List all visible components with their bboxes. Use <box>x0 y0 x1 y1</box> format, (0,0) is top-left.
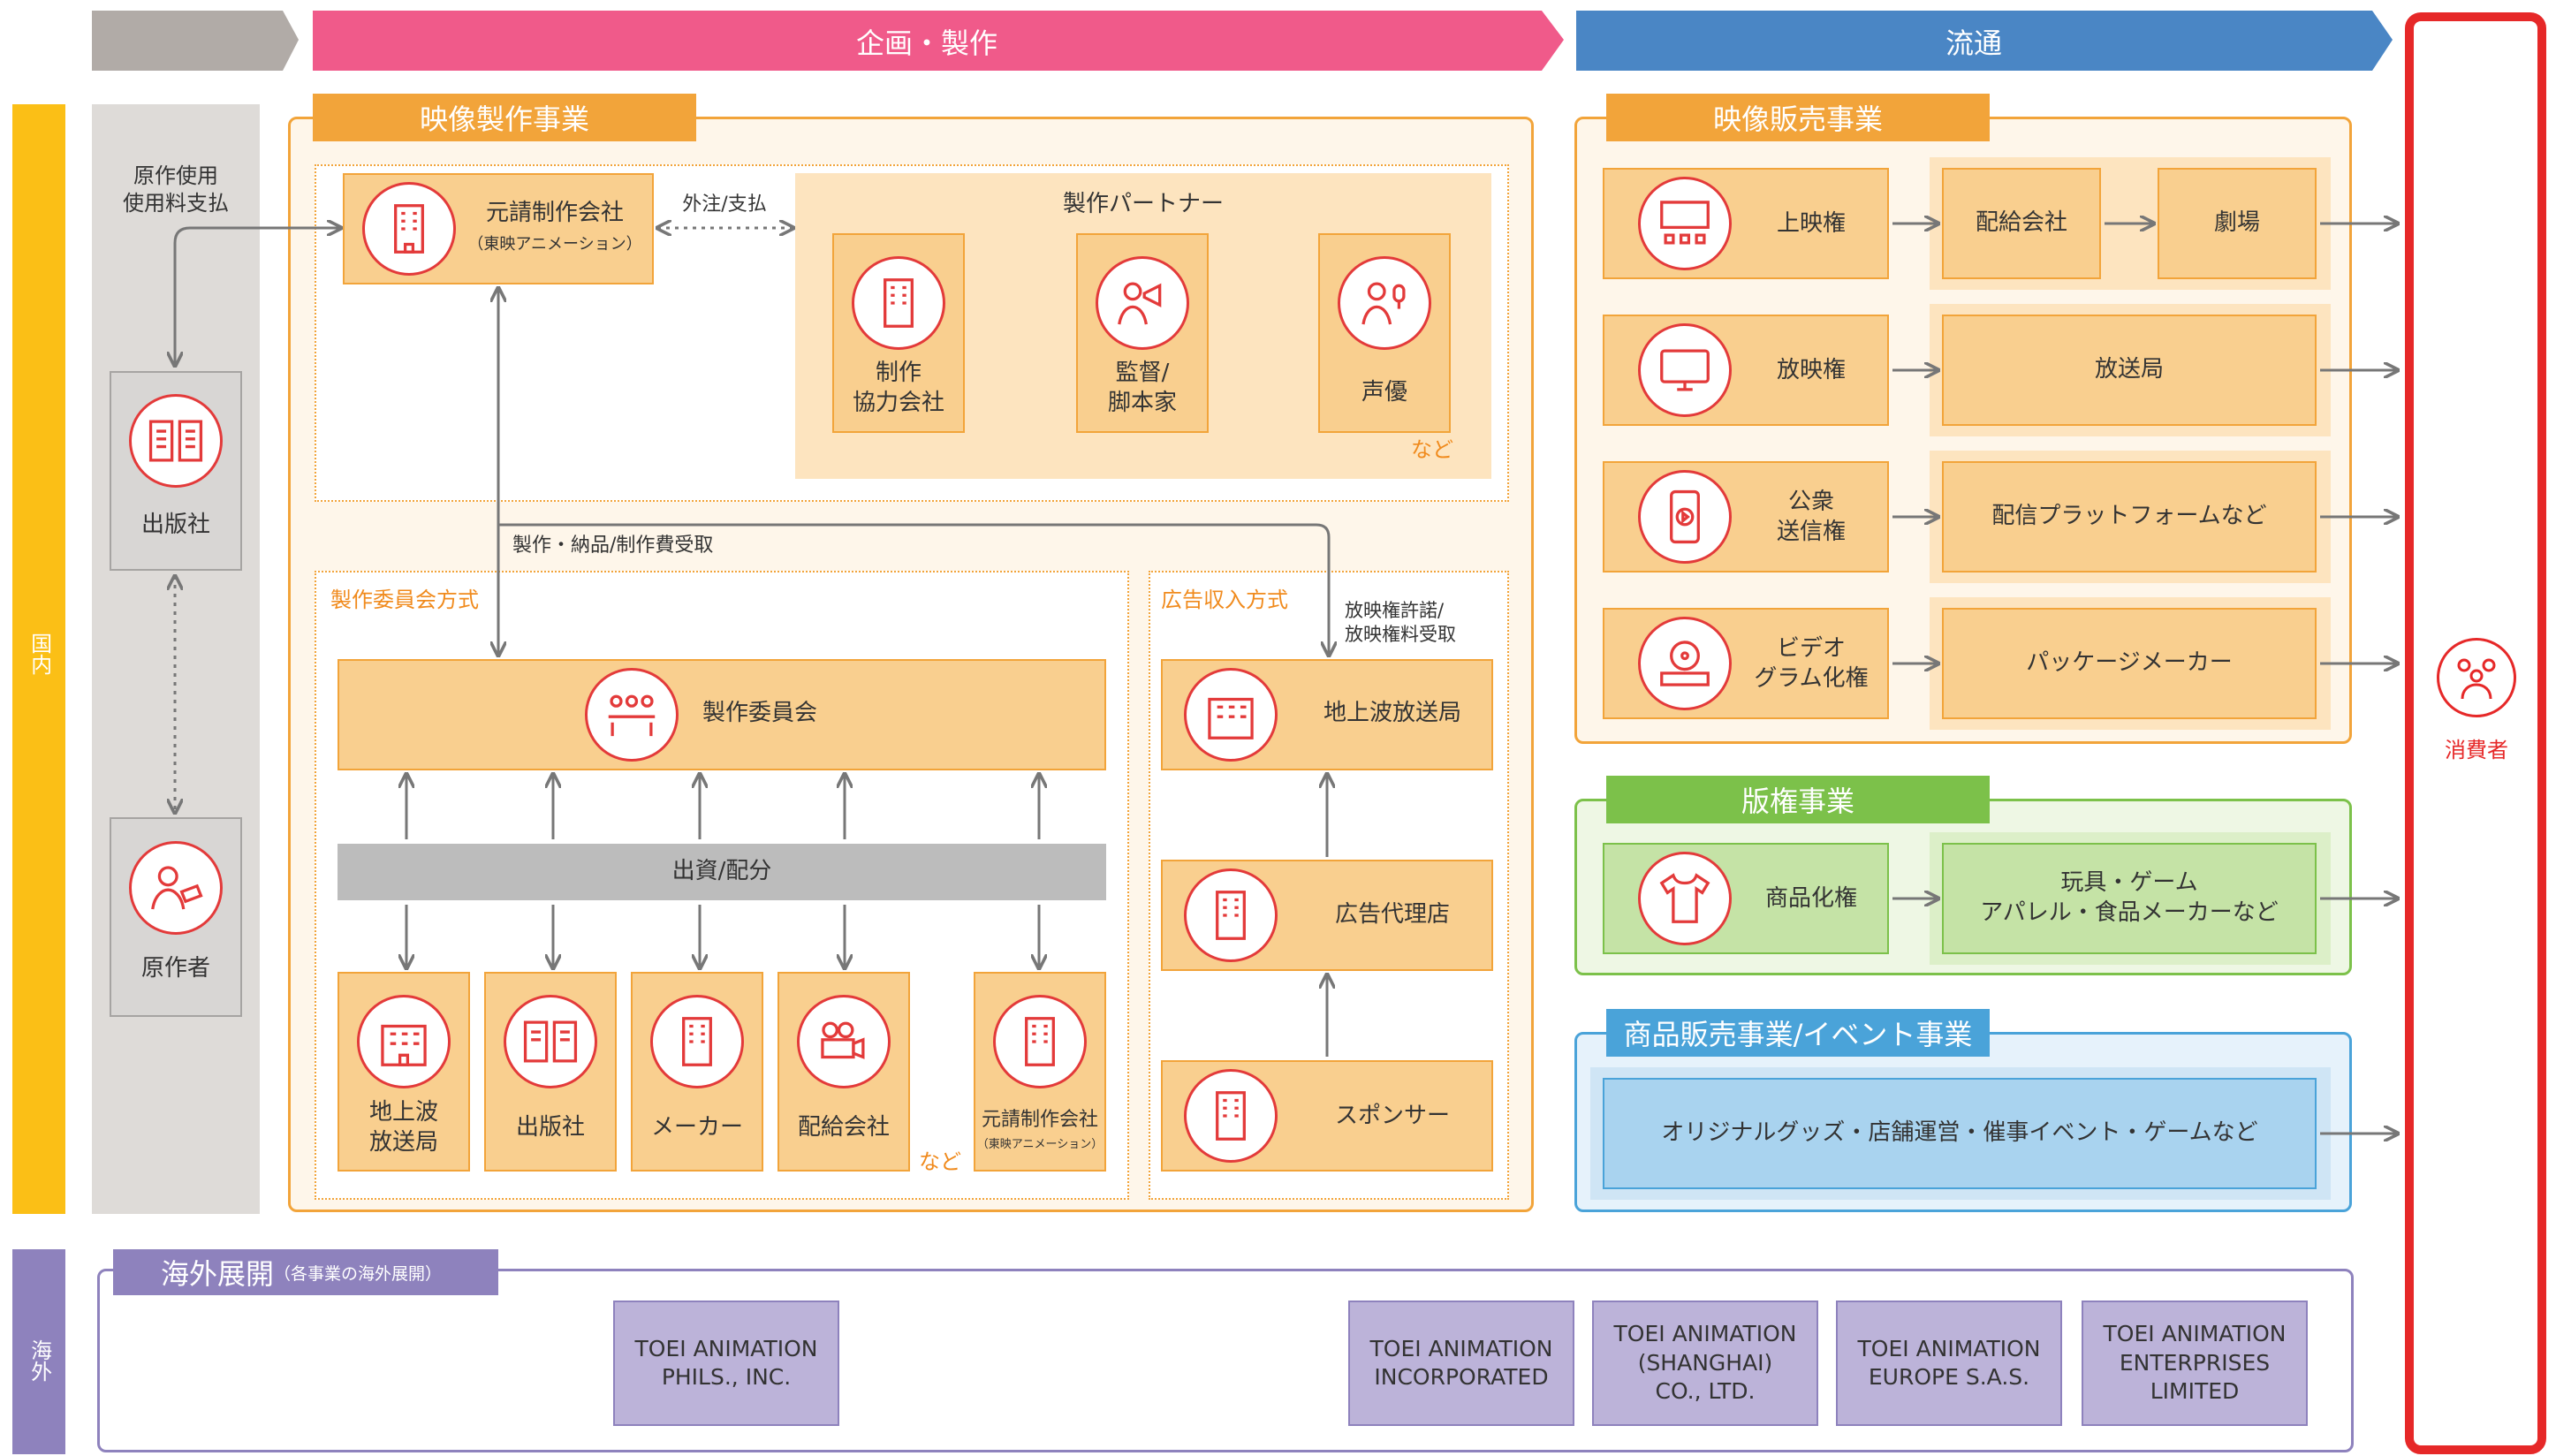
merch-header: 商品販売事業/イベント事業 <box>1606 1009 1990 1057</box>
author-icon <box>129 841 223 935</box>
merch-box <box>1603 1078 2317 1189</box>
theater-label: 劇場 <box>2213 209 2260 237</box>
ad-agency-label: 広告代理店 <box>1334 901 1450 929</box>
committee-icon <box>585 668 679 762</box>
delivery-label: 製作・納品/制作費受取 <box>512 534 714 557</box>
broadcast-permit-label: 放映権許諾/ 放映権料受取 <box>1345 599 1456 645</box>
package-label: パッケージメーカー <box>2026 649 2233 677</box>
domestic-bar <box>12 104 65 1214</box>
consumers-icon <box>2437 638 2516 717</box>
overseas-company-1 <box>613 1301 839 1426</box>
prime-label: 元請制作会社 <box>485 200 624 227</box>
overseas-company-label-5: TOEI ANIMATION ENTERPRISES LIMITED <box>2103 1321 2287 1405</box>
disc-player-icon <box>1638 617 1732 710</box>
toy-maker-box <box>1942 843 2317 954</box>
committee-box <box>338 659 1106 770</box>
tv-station-icon <box>1184 668 1278 762</box>
top-bands <box>92 11 2393 71</box>
building-icon <box>852 256 945 350</box>
committee-label: 製作委員会 <box>702 700 817 727</box>
merch-label: オリジナルグッズ・店舗運営・催事イベント・ゲームなど <box>1661 1119 2258 1147</box>
committee-method-label: 製作委員会方式 <box>330 588 479 613</box>
video-sales-header: 映像販売事業 <box>1606 94 1990 141</box>
invest-bar <box>338 844 1106 900</box>
overseas-company-5 <box>2082 1301 2308 1426</box>
partners-title: 製作パートナー <box>1062 191 1224 218</box>
member-label-2: 出版社 <box>515 1114 585 1141</box>
sponsor-label: スポンサー <box>1334 1103 1450 1130</box>
member-sublabel-5: （東映アニメーション） <box>976 1137 1104 1151</box>
overseas-header-bg <box>113 1249 498 1295</box>
partner-label-3: 声優 <box>1361 379 1407 406</box>
tv-station-icon <box>357 995 451 1088</box>
voice-actor-icon <box>1338 256 1431 350</box>
videogram-label: ビデオ グラム化権 <box>1754 635 1869 692</box>
theater-icon <box>1638 177 1732 270</box>
member-label-4: 配給会社 <box>797 1114 890 1141</box>
member-label-3: メーカー <box>650 1114 743 1141</box>
platform-label: 配信プラットフォームなど <box>1991 503 2267 530</box>
platform-box <box>1942 461 2317 573</box>
overseas-company-4 <box>1836 1301 2062 1426</box>
book-icon <box>504 995 597 1088</box>
partner-label-2: 監督/ 脚本家 <box>1107 360 1177 416</box>
merchandising-label: 商品化権 <box>1764 885 1857 913</box>
tv-icon <box>1638 323 1732 417</box>
production-header: 映像製作事業 <box>313 94 696 141</box>
overseas-company-3 <box>1592 1301 1818 1426</box>
smartphone-play-icon <box>1638 470 1732 564</box>
distributor-label: 配給会社 <box>1975 209 2067 237</box>
member-label-1: 地上波 放送局 <box>368 1099 438 1156</box>
rights-column <box>92 104 260 1214</box>
building-icon <box>362 182 456 276</box>
screening-label: 上映権 <box>1776 210 1846 238</box>
consumer-label: 消費者 <box>2445 738 2508 763</box>
domestic-label: 国内 <box>27 633 52 675</box>
package-box <box>1942 608 2317 719</box>
broadcast-label: 放映権 <box>1776 357 1846 384</box>
toy-maker-label: 玩具・ゲーム アパレル・食品メーカーなど <box>1980 869 2279 926</box>
author-label: 原作者 <box>140 955 210 982</box>
building-icon <box>1184 868 1278 962</box>
overseas-company-label-1: TOEI ANIMATION PHILS., INC. <box>634 1335 818 1391</box>
order-pay-label: 外注/支払 <box>682 193 767 216</box>
overseas-label: 海外 <box>27 1339 52 1382</box>
distributor-box <box>1942 168 2101 279</box>
building-icon <box>993 995 1087 1088</box>
book-icon <box>129 394 223 488</box>
film-projector-icon <box>797 995 891 1088</box>
tshirt-icon <box>1638 852 1732 945</box>
theater-box <box>2158 168 2317 279</box>
overseas-company-label-4: TOEI ANIMATION EUROPE S.A.S. <box>1857 1335 2041 1391</box>
ad-method-label: 広告収入方式 <box>1161 588 1288 613</box>
overseas-title: 海外展開 <box>161 1257 275 1291</box>
band-planning: 企画・製作 <box>855 27 997 60</box>
broadcaster-label: 放送局 <box>2094 356 2164 383</box>
member-label-5: 元請制作会社 <box>981 1108 1098 1131</box>
overseas-bar <box>12 1249 65 1454</box>
overseas-company-label-3: TOEI ANIMATION (SHANGHAI) CO., LTD. <box>1613 1321 1797 1405</box>
building-icon <box>650 995 744 1088</box>
overseas-company-label-2: TOEI ANIMATION INCORPORATED <box>1369 1335 1553 1391</box>
streaming-label: 公衆 送信権 <box>1776 489 1846 545</box>
publisher-label: 出版社 <box>140 512 210 539</box>
overseas-header: 海外展開（各事業の海外展開） <box>161 1249 442 1295</box>
band-distribution: 流通 <box>1945 27 2002 60</box>
prime-sublabel: （東映アニメーション） <box>467 235 642 254</box>
building-icon <box>1184 1069 1278 1163</box>
ad-tv-label: 地上波放送局 <box>1323 700 1461 727</box>
broadcaster-box <box>1942 315 2317 426</box>
invest-label: 出資/配分 <box>671 858 772 885</box>
consumer-panel <box>2405 12 2546 1454</box>
etc-label-2: など <box>919 1149 961 1175</box>
etc-label: など <box>1411 437 1453 463</box>
overseas-subtitle: （各事業の海外展開） <box>274 1263 443 1284</box>
right-box-screening <box>1603 168 1889 279</box>
licensing-header: 版権事業 <box>1606 776 1990 823</box>
royalty-label: 原作使用 使用料支払 <box>123 163 229 216</box>
director-megaphone-icon <box>1096 256 1189 350</box>
overseas-company-2 <box>1348 1301 1574 1426</box>
partner-label-1: 制作 協力会社 <box>852 360 944 416</box>
